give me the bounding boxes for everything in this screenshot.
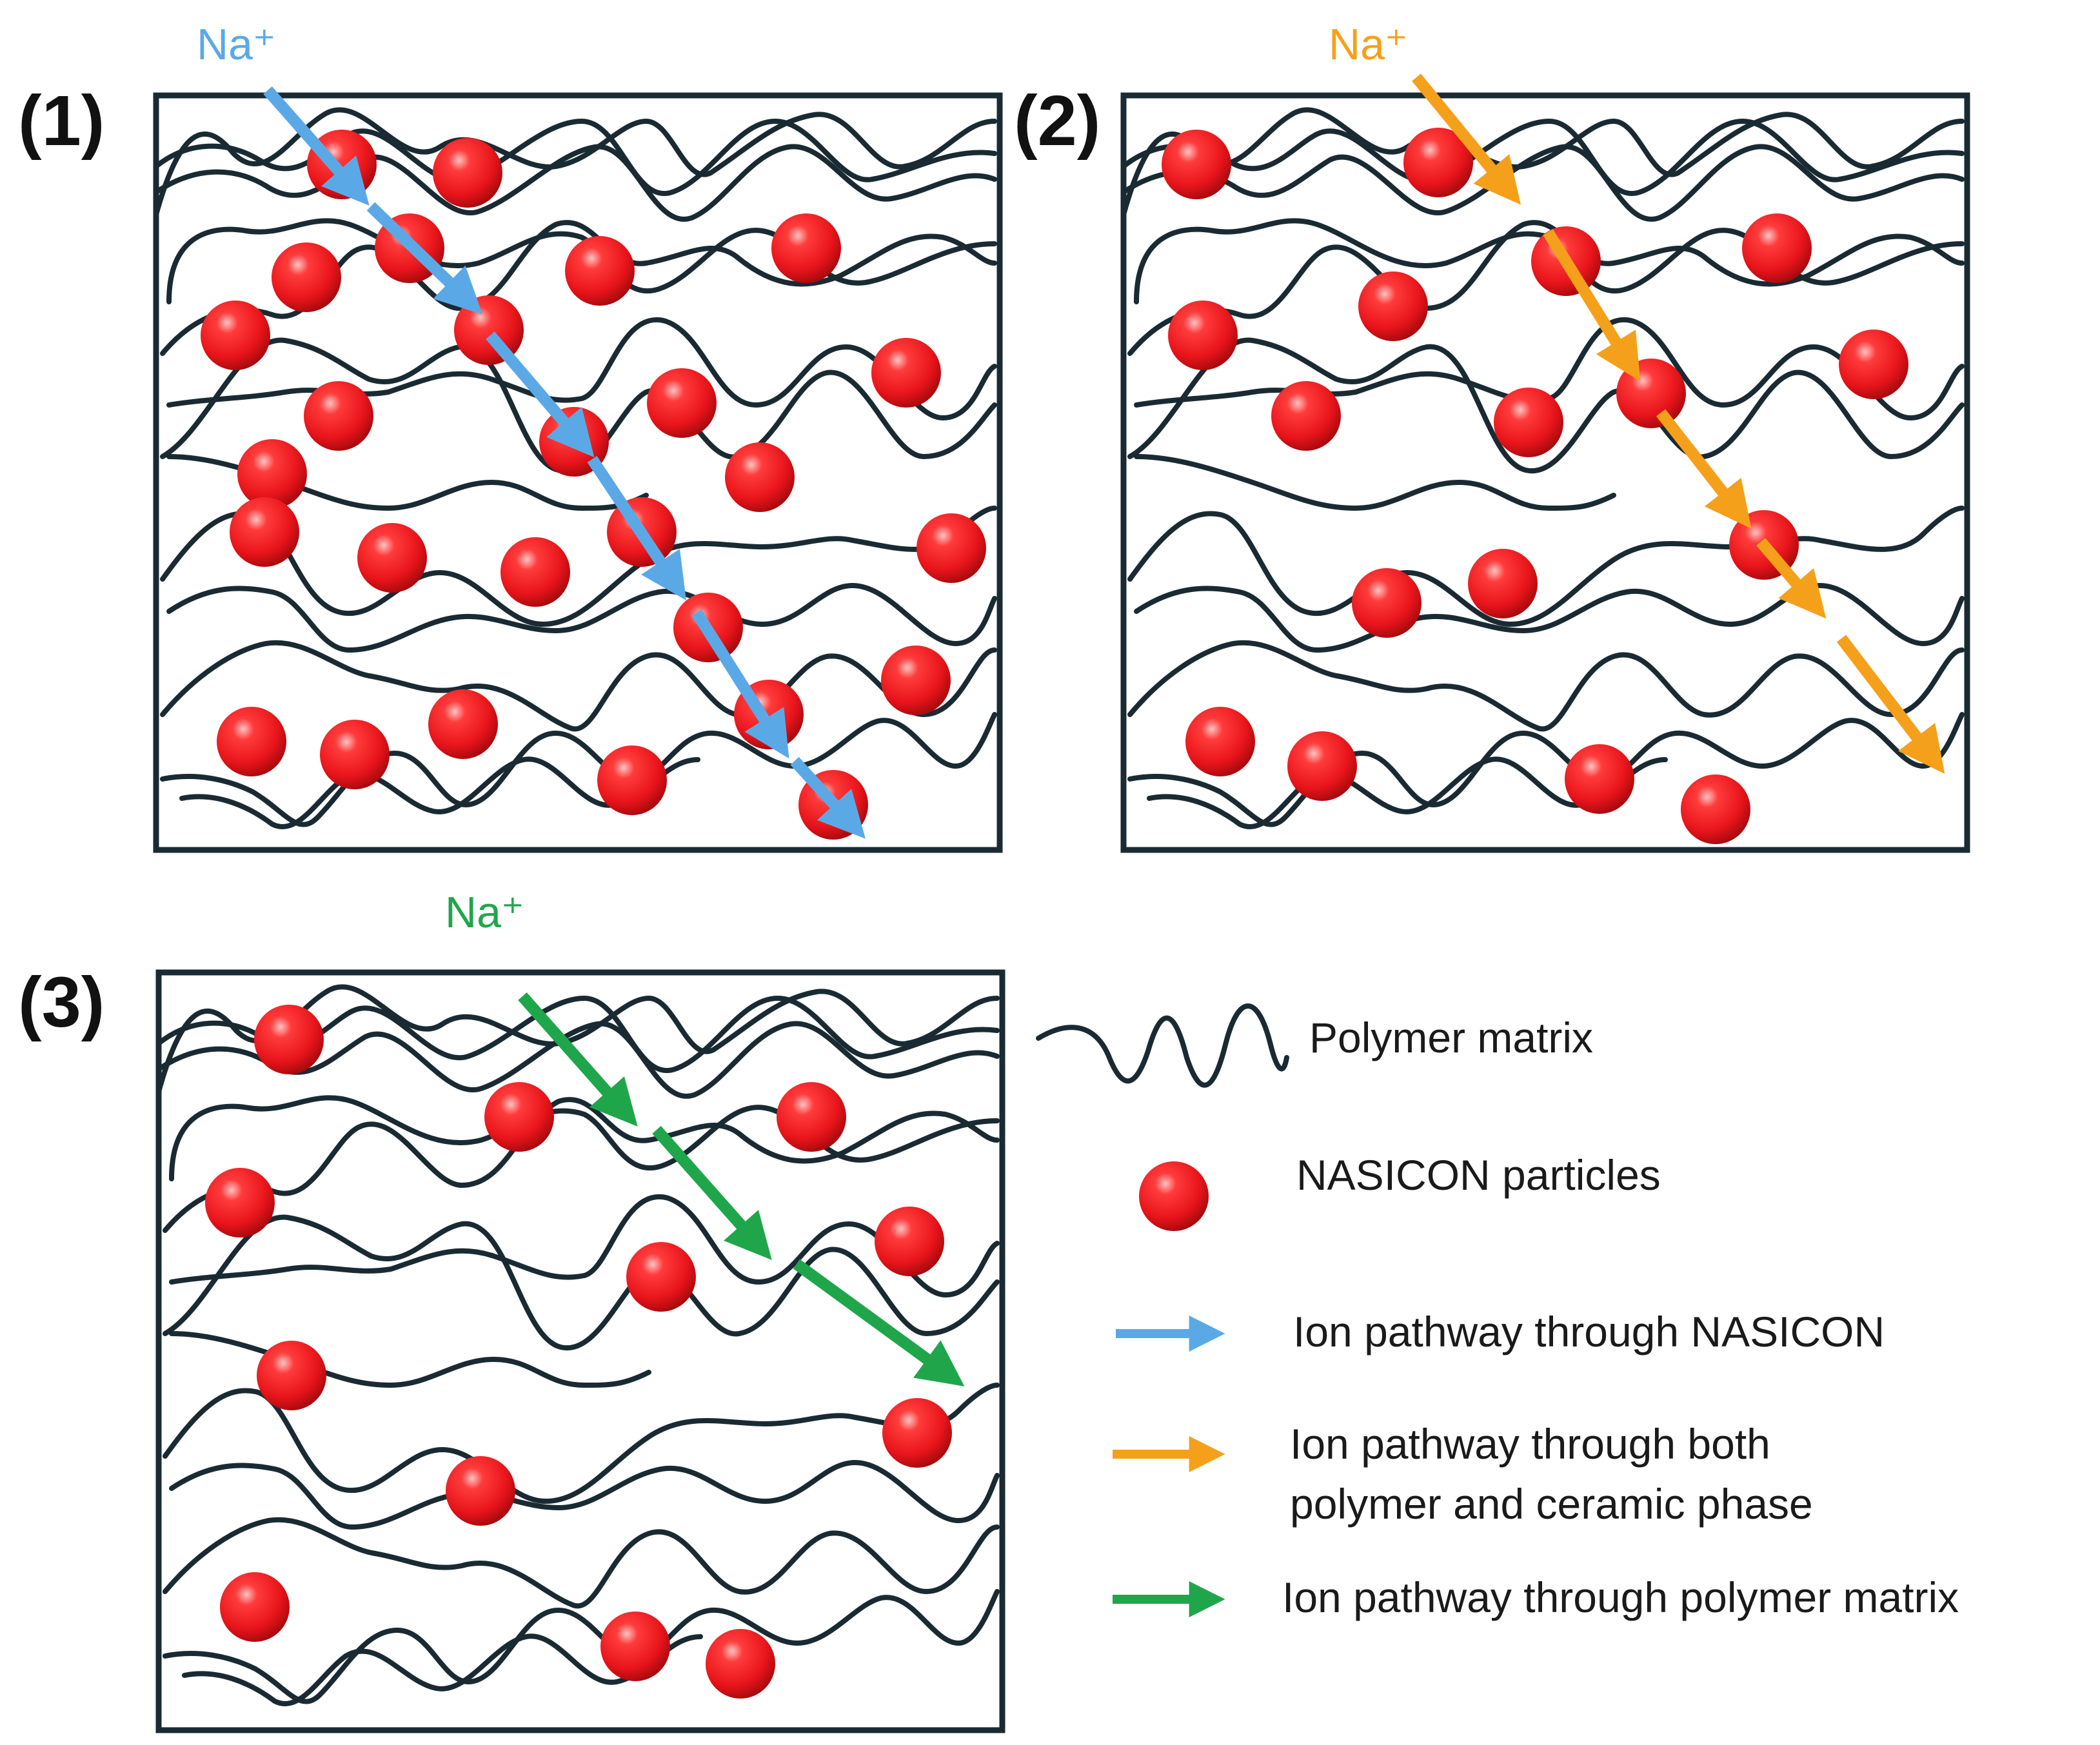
panel-1-ion-label: Na⁺	[197, 20, 276, 69]
panel-1-frame	[153, 92, 1003, 853]
legend-item-path-nasicon: Ion pathway through NASICON	[1116, 1308, 1885, 1356]
polymer-chain-icon	[1036, 1003, 1289, 1088]
legend-label-particles: NASICON particles	[1296, 1151, 1661, 1199]
panel-3-frame	[155, 969, 1005, 1733]
nasicon-particle-icon	[1139, 1161, 1209, 1231]
panel-3-ion-path	[518, 992, 965, 1386]
legend-label-path-nasicon: Ion pathway through NASICON	[1293, 1308, 1885, 1356]
panel-3-particles	[205, 1005, 952, 1699]
panel-2-ion-path	[1412, 74, 1945, 774]
panel-2-frame	[1120, 92, 1970, 853]
legend-item-path-polymer: Ion pathway through polymer matrix	[1113, 1573, 1959, 1621]
panel-3: (3) Na⁺	[18, 888, 1005, 1733]
panel-1-label: (1)	[18, 81, 104, 161]
panel-1: (1) Na⁺	[18, 20, 1003, 853]
legend-label-path-polymer: Ion pathway through polymer matrix	[1282, 1573, 1959, 1621]
panel-3-ion-label: Na⁺	[445, 888, 524, 937]
panel-2-label: (2)	[1014, 81, 1100, 161]
legend-item-polymer: Polymer matrix	[1036, 1003, 1593, 1088]
legend: Polymer matrix NASICON particles Ion pat…	[1036, 1003, 1959, 1621]
legend-item-particles: NASICON particles	[1139, 1151, 1661, 1231]
legend-item-path-both: Ion pathway through both polymer and cer…	[1113, 1420, 1813, 1528]
panel-3-label: (3)	[18, 963, 104, 1042]
legend-label-path-both-line2: polymer and ceramic phase	[1290, 1480, 1813, 1528]
panel-2: (2) Na⁺	[1014, 20, 1970, 853]
panel-2-polymer-chains	[1124, 110, 1962, 827]
legend-label-polymer: Polymer matrix	[1309, 1014, 1593, 1061]
legend-label-path-both-line1: Ion pathway through both	[1290, 1420, 1770, 1468]
panel-1-ion-path	[263, 86, 866, 839]
panel-2-particles	[1162, 128, 1908, 844]
panel-2-ion-label: Na⁺	[1329, 20, 1408, 69]
